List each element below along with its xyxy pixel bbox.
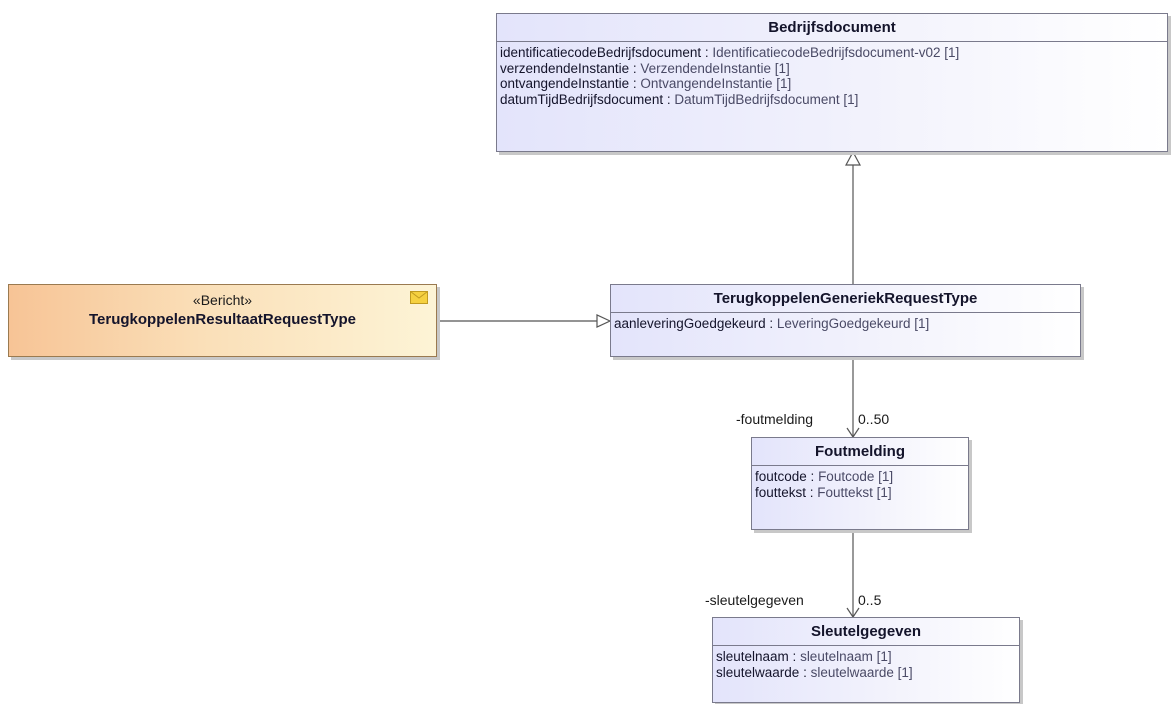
attribute: identificatiecodeBedrijfsdocument : Iden… (500, 45, 960, 60)
attribute: ontvangendeInstantie : OntvangendeInstan… (500, 76, 792, 91)
attribute-name: sleutelwaarde (716, 664, 800, 680)
class-name: Sleutelgegeven (810, 623, 922, 640)
class-terugkoppelen-generiek-request-type[interactable]: TerugkoppelenGeneriekRequestType aanleve… (610, 284, 1081, 357)
class-name: Bedrijfsdocument (768, 19, 896, 36)
attribute-compartment: sleutelnaam : sleutelnaam [1] sleutelwaa… (713, 645, 1019, 684)
attribute-compartment: identificatiecodeBedrijfsdocument : Iden… (497, 41, 1167, 111)
attribute-name: verzendendeInstantie (500, 60, 630, 76)
attribute-type: VerzendendeInstantie [1] (640, 60, 790, 76)
attribute-type: sleutelnaam [1] (800, 649, 892, 664)
association-arrowhead (846, 607, 860, 619)
class-foutmelding[interactable]: Foutmelding foutcode : Foutcode [1] fout… (751, 437, 969, 530)
class-name: TerugkoppelenResultaatRequestType (89, 311, 356, 328)
attribute-compartment: aanleveringGoedgekeurd : LeveringGoedgek… (611, 312, 1080, 336)
attribute: datumTijdBedrijfsdocument : DatumTijdBed… (500, 91, 859, 107)
attribute: aanleveringGoedgekeurd : LeveringGoedgek… (614, 316, 930, 331)
attribute-name: aanleveringGoedgekeurd (614, 316, 766, 331)
generalization-arrowhead (844, 150, 862, 166)
attribute-type: IdentificatiecodeBedrijfsdocument-v02 [1… (712, 45, 960, 60)
envelope-icon (410, 291, 428, 304)
attribute-name: datumTijdBedrijfsdocument (500, 91, 664, 107)
attribute-type: OntvangendeInstantie [1] (640, 76, 792, 91)
attribute-name: ontvangendeInstantie (500, 76, 630, 91)
attribute-name: identificatiecodeBedrijfsdocument (500, 45, 702, 60)
class-name: Foutmelding (815, 443, 905, 460)
attribute: fouttekst : Fouttekst [1] (755, 484, 892, 500)
attribute-name: fouttekst (755, 484, 807, 500)
role-label-sleutelgegeven: -sleutelgegeven (705, 592, 804, 608)
generalization-arrowhead (596, 314, 612, 328)
multiplicity-label-foutmelding: 0..50 (858, 411, 890, 427)
role-label-foutmelding: -foutmelding (736, 411, 814, 427)
attribute-type: Foutcode [1] (818, 469, 894, 484)
attribute-name: sleutelnaam (716, 649, 789, 664)
attribute: foutcode : Foutcode [1] (755, 469, 894, 484)
attribute: sleutelnaam : sleutelnaam [1] (716, 649, 892, 664)
attribute-compartment: foutcode : Foutcode [1] fouttekst : Fout… (752, 465, 968, 504)
association-arrowhead (846, 427, 860, 439)
attribute-type: LeveringGoedgekeurd [1] (776, 316, 930, 331)
attribute-type: DatumTijdBedrijfsdocument [1] (674, 91, 859, 107)
attribute-type: Fouttekst [1] (817, 484, 892, 500)
attribute-name: foutcode (755, 469, 807, 484)
class-terugkoppelen-resultaat-request-type[interactable]: «Bericht» TerugkoppelenResultaatRequestT… (8, 284, 437, 357)
class-name: TerugkoppelenGeneriekRequestType (713, 290, 978, 307)
class-bedrijfsdocument[interactable]: Bedrijfsdocument identificatiecodeBedrij… (496, 13, 1168, 152)
class-sleutelgegeven[interactable]: Sleutelgegeven sleutelnaam : sleutelnaam… (712, 617, 1020, 703)
attribute: sleutelwaarde : sleutelwaarde [1] (716, 664, 913, 680)
attribute: verzendendeInstantie : VerzendendeInstan… (500, 60, 790, 76)
multiplicity-label-sleutelgegeven: 0..5 (858, 592, 882, 608)
stereotype-label: «Bericht» (192, 292, 253, 308)
attribute-type: sleutelwaarde [1] (810, 664, 913, 680)
